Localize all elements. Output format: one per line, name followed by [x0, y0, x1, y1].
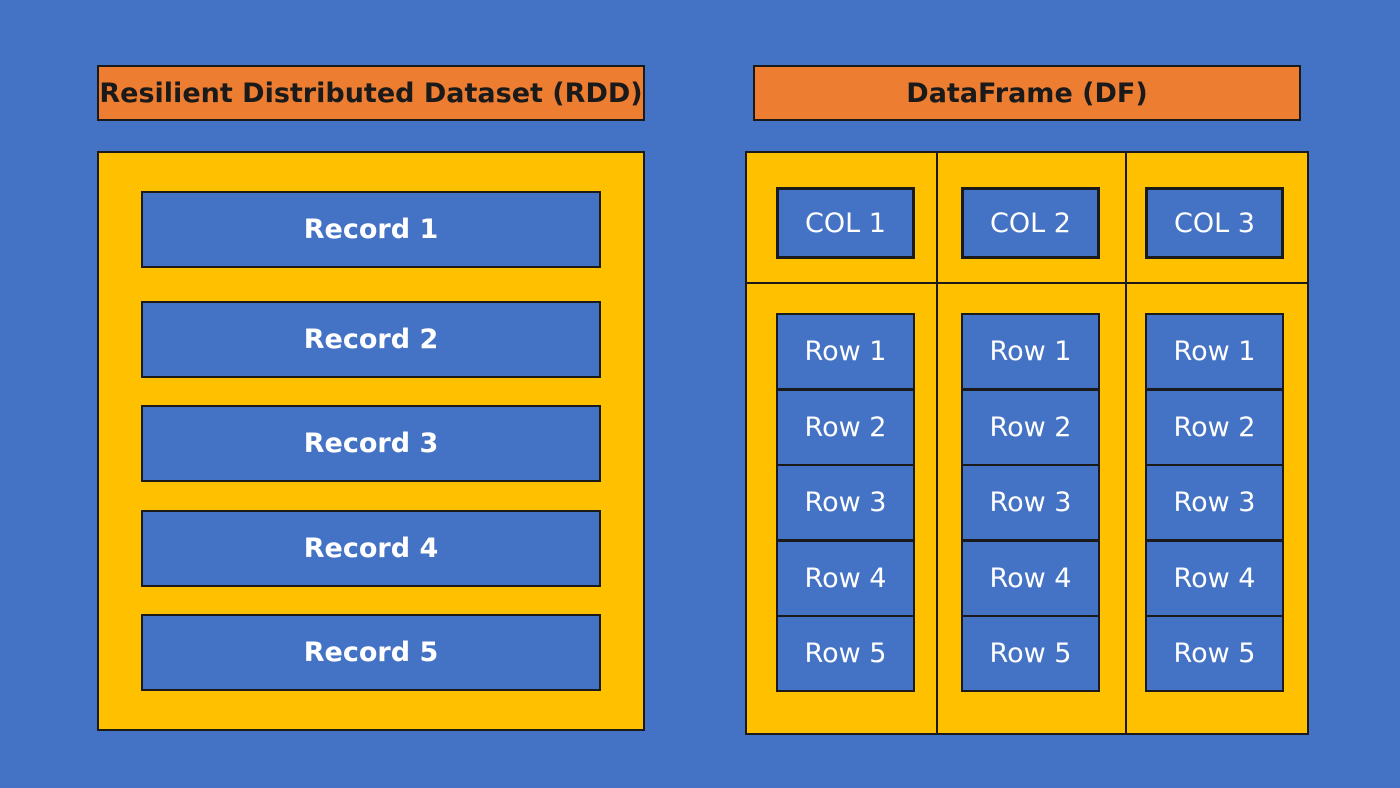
rdd-record: Record 3: [141, 405, 601, 482]
df-row-cell: Row 5: [961, 615, 1100, 693]
df-column-header: COL 1: [776, 187, 915, 259]
df-row-cell: Row 1: [961, 313, 1100, 390]
df-title: DataFrame (DF): [753, 65, 1301, 121]
df-row-cell: Row 4: [776, 539, 915, 617]
df-row-cell: Row 1: [776, 313, 915, 390]
df-row-cell: Row 2: [1145, 388, 1284, 466]
rdd-title: Resilient Distributed Dataset (RDD): [97, 65, 645, 121]
df-row-cell: Row 3: [776, 464, 915, 542]
rdd-record: Record 4: [141, 510, 601, 587]
rdd-record: Record 2: [141, 301, 601, 378]
df-row-cell: Row 3: [961, 464, 1100, 542]
df-row-cell: Row 2: [776, 388, 915, 466]
rdd-record: Record 5: [141, 614, 601, 691]
df-row-cell: Row 1: [1145, 313, 1284, 390]
rdd-record: Record 1: [141, 191, 601, 268]
df-row-cell: Row 3: [1145, 464, 1284, 542]
df-column-header: COL 2: [961, 187, 1100, 259]
df-row-cell: Row 4: [1145, 539, 1284, 617]
df-header-divider: [745, 282, 1309, 284]
df-column-divider: [1125, 151, 1127, 735]
df-column-divider: [936, 151, 938, 735]
df-row-cell: Row 4: [961, 539, 1100, 617]
df-row-cell: Row 5: [776, 615, 915, 693]
df-row-cell: Row 5: [1145, 615, 1284, 693]
df-column-header: COL 3: [1145, 187, 1284, 259]
df-row-cell: Row 2: [961, 388, 1100, 466]
